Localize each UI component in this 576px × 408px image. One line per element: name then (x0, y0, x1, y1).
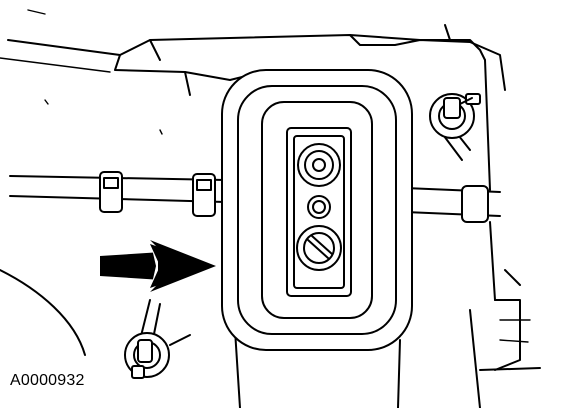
lower-body (234, 329, 401, 408)
clip-fastener-lower-left (124, 299, 191, 379)
rail-fastener-right (461, 185, 489, 223)
housing-outline (0, 9, 506, 96)
connector-terminal-upper (297, 143, 341, 187)
lower-left-contour (0, 99, 163, 356)
figure-id-label: A0000932 (10, 372, 85, 389)
right-side-hardware (469, 59, 541, 408)
connector-terminal-lower (296, 225, 342, 271)
rail-fastener-center (192, 173, 216, 217)
clip-fastener-upper-right (429, 93, 481, 161)
rail-fastener-left (99, 171, 123, 213)
double-right-arrow-icon (100, 240, 216, 292)
connector-terminal-center (307, 195, 331, 219)
